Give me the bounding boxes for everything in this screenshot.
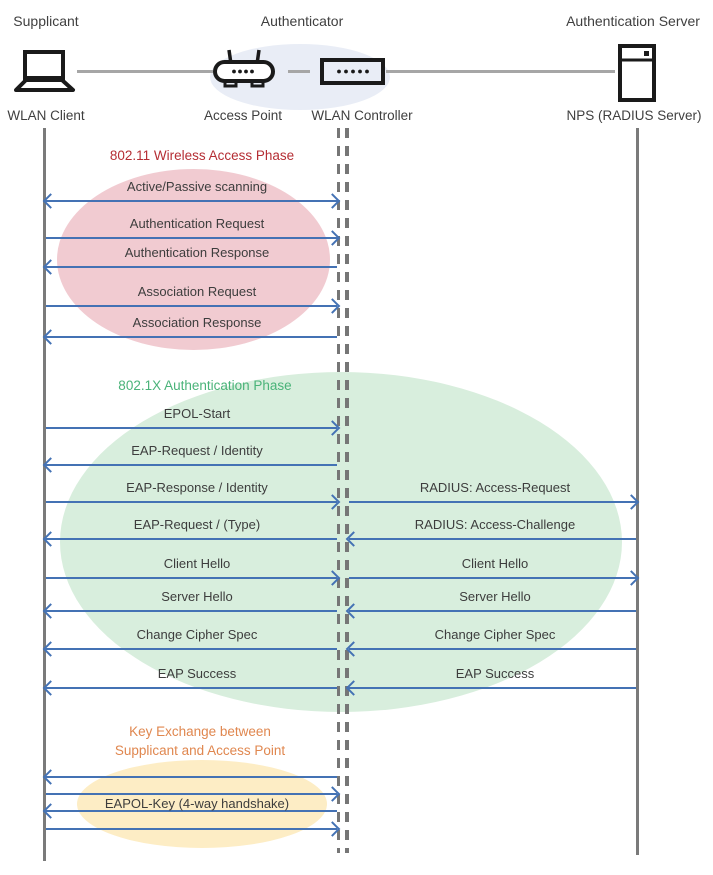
message-label: EAPOL-Key (4-way handshake) (104, 796, 290, 811)
message-label: EPOL-Start (163, 406, 231, 421)
arrow-shaft (46, 810, 337, 812)
topology-link-controller-server (386, 70, 615, 73)
role-label-authentication-server: Authentication Server (566, 13, 700, 29)
arrow-shaft (349, 610, 636, 612)
phase-title-line: 802.11 Wireless Access Phase (109, 148, 295, 163)
node-caption-nps-radius: NPS (RADIUS Server) (566, 108, 702, 123)
message-label: EAP Success (157, 666, 237, 681)
arrow-shaft (46, 266, 337, 268)
arrow-shaft (46, 464, 337, 466)
message-label: Association Request (137, 284, 257, 299)
phase-ellipse-key-exchange (77, 760, 327, 848)
message-label: Server Hello (161, 589, 233, 604)
message-label: Authentication Response (124, 245, 270, 260)
message-label: Change Cipher Spec (434, 627, 556, 642)
phase-ellipse-8021x-authentication (60, 372, 622, 712)
role-label-supplicant: Supplicant (13, 13, 79, 29)
message-label: EAP-Request / (Type) (133, 517, 261, 532)
role-label-authenticator: Authenticator (260, 13, 344, 29)
message-label: EAP-Request / Identity (131, 443, 263, 458)
access-point-icon (213, 48, 275, 90)
phase-ellipse-wireless-access (57, 169, 330, 350)
client-lifeline (42, 128, 46, 861)
message-label: Server Hello (459, 589, 531, 604)
node-caption-access-point: Access Point (203, 108, 283, 123)
arrow-shaft (46, 336, 337, 338)
laptop-icon (12, 50, 78, 94)
message-label: Active/Passive scanning (126, 179, 268, 194)
server-lifeline (635, 128, 639, 855)
server-icon (618, 44, 656, 102)
arrow-shaft (46, 427, 337, 429)
message-label: Change Cipher Spec (136, 627, 258, 642)
message-label: Client Hello (163, 556, 231, 571)
message-label: EAP-Response / Identity (126, 480, 268, 495)
message-label: Association Response (132, 315, 262, 330)
arrow-shaft (46, 776, 337, 778)
arrow-shaft (46, 501, 337, 503)
arrow-shaft (349, 577, 636, 579)
phase-title-line: 802.1X Authentication Phase (118, 378, 292, 393)
message-label: EAP Success (455, 666, 535, 681)
message-label: RADIUS: Access-Challenge (414, 517, 576, 532)
message-label: RADIUS: Access-Request (419, 480, 571, 495)
message-label: Authentication Request (129, 216, 265, 231)
arrow-shaft (46, 648, 337, 650)
phase-title-8021x-authentication: 802.1X Authentication Phase (118, 376, 291, 395)
arrow-shaft (349, 501, 636, 503)
arrow-shaft (46, 687, 337, 689)
arrow-shaft (46, 577, 337, 579)
topology-link-ap-controller (288, 70, 310, 73)
authenticator-lifeline-a (336, 128, 340, 853)
phase-title-line: Key Exchange between (129, 724, 271, 739)
phase-title-line: Supplicant and Access Point (114, 743, 286, 758)
arrow-shaft (46, 828, 337, 830)
authenticator-lifeline-b (345, 128, 349, 853)
arrow-shaft (349, 648, 636, 650)
arrow-shaft (46, 305, 337, 307)
topology-link-client-ap (77, 70, 213, 73)
phase-title-wireless-access: 802.11 Wireless Access Phase (110, 146, 294, 165)
arrow-shaft (349, 687, 636, 689)
arrow-shaft (46, 237, 337, 239)
arrow-shaft (46, 793, 337, 795)
node-caption-wlan-client: WLAN Client (7, 108, 85, 123)
wlan-controller-icon (320, 58, 385, 85)
node-caption-wlan-controller: WLAN Controller (311, 108, 413, 123)
message-label: Client Hello (461, 556, 529, 571)
arrow-shaft (46, 200, 337, 202)
arrow-shaft (46, 538, 337, 540)
arrow-shaft (349, 538, 636, 540)
arrow-shaft (46, 610, 337, 612)
